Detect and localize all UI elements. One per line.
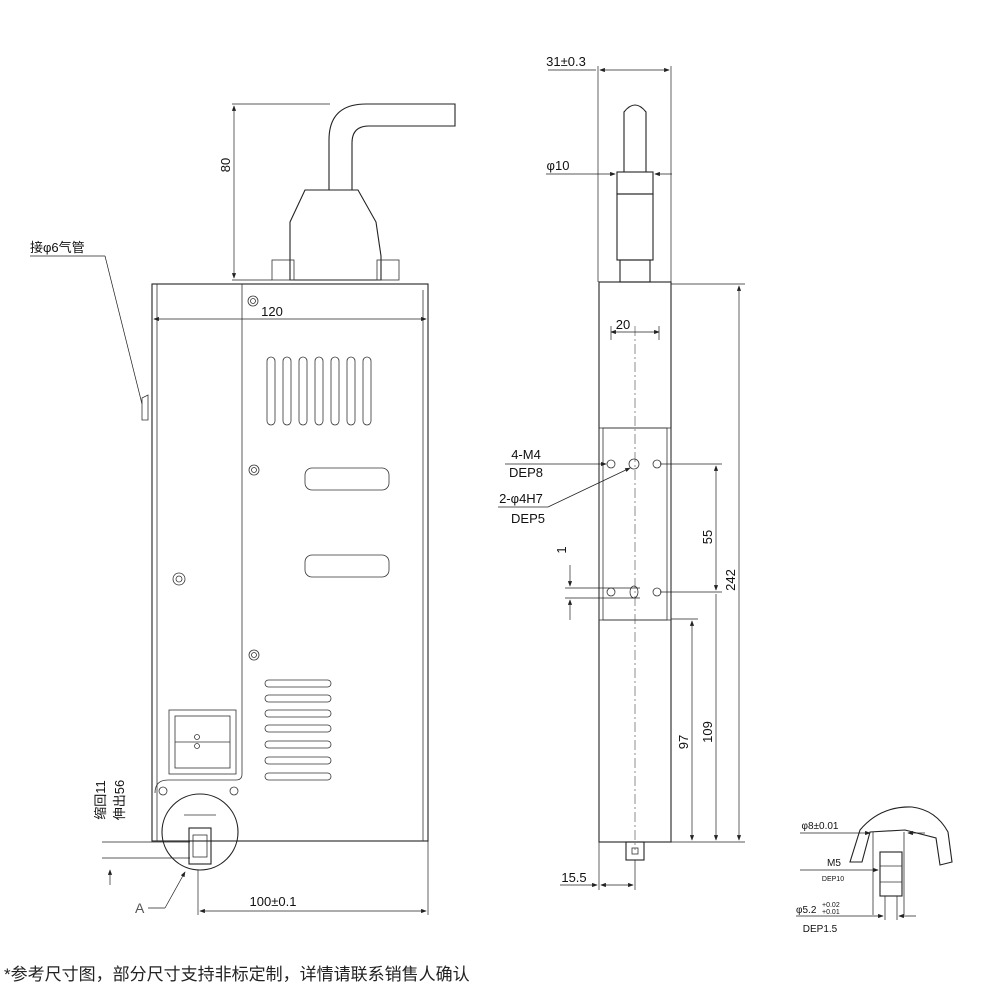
- side-view: 31±0.3 φ10 20 4-M4 DEP8 2-φ4H7 DEP5 1 55: [498, 54, 745, 890]
- connector: [289, 189, 382, 281]
- housing: [151, 283, 429, 842]
- dim-cable-height: 80: [218, 158, 233, 172]
- label-pin-hole: 2-φ4H7: [499, 491, 543, 506]
- mount-hole: [652, 459, 662, 469]
- dim-total-height: 242: [723, 569, 738, 591]
- air-fitting: [141, 394, 149, 421]
- mount-hole: [606, 459, 616, 469]
- screw-icon: [158, 786, 168, 796]
- retract-label: 缩回11: [93, 780, 108, 820]
- dim-lower-a: 97: [676, 735, 691, 749]
- mount-hole: [606, 587, 616, 597]
- window-slot: [304, 467, 390, 491]
- pin-hole: [628, 458, 640, 470]
- dim-hole-spacing: 55: [700, 530, 715, 544]
- dim-shaft-diameter: φ10: [547, 158, 570, 173]
- front-view: 80 120 接φ6气管 缩回11 伸出56 A 100±0.1: [30, 103, 456, 916]
- detail-thread: M5: [827, 858, 841, 869]
- screw-icon: [248, 649, 260, 661]
- dim-lower-b: 109: [700, 721, 715, 743]
- dim-top-width: 31±0.3: [546, 54, 586, 69]
- vent-slots-horizontal: [264, 679, 332, 781]
- dim-bottom-offset: 15.5: [561, 870, 586, 885]
- dim-slot-width: 20: [616, 317, 630, 332]
- screw-icon: [172, 572, 186, 586]
- screw-icon: [229, 786, 239, 796]
- lower-window: [168, 709, 237, 775]
- pipe-top: [623, 104, 647, 173]
- detail-pin-diameter: φ5.2: [796, 905, 817, 916]
- cable: [328, 103, 456, 190]
- detail-nut: [879, 851, 903, 897]
- detail-thread-depth: DEP10: [822, 876, 844, 883]
- detail-pin-depth: DEP1.5: [803, 924, 838, 935]
- vent-slots-vertical: [266, 356, 372, 426]
- dim-bottom-width: 100±0.1: [250, 894, 297, 909]
- detail-a-view: φ8±0.01 M5 DEP10 φ5.2 +0.02 +0.01 DEP1.5: [796, 806, 953, 935]
- detail-ref-label: A: [135, 900, 145, 916]
- detail-bore: φ8±0.01: [802, 821, 839, 832]
- dim-width: 120: [261, 304, 283, 319]
- mount-hole: [652, 587, 662, 597]
- screw-icon: [247, 295, 259, 307]
- screw-icon: [248, 464, 260, 476]
- rotary-disk: [161, 793, 239, 871]
- extend-label: 伸出56: [112, 780, 127, 820]
- window-slot: [304, 554, 390, 578]
- footer-note: *参考尺寸图，部分尺寸支持非标定制，详情请联系销售人确认: [4, 965, 470, 984]
- label-mount-thread-depth: DEP8: [509, 465, 543, 480]
- detail-tol-lower: +0.01: [822, 909, 840, 916]
- air-pipe-label: 接φ6气管: [30, 240, 85, 255]
- detail-tol-upper: +0.02: [822, 902, 840, 909]
- dim-offset: 1: [554, 546, 569, 553]
- label-pin-hole-depth: DEP5: [511, 511, 545, 526]
- detail-outline: [849, 806, 953, 866]
- label-mount-thread: 4-M4: [511, 447, 541, 462]
